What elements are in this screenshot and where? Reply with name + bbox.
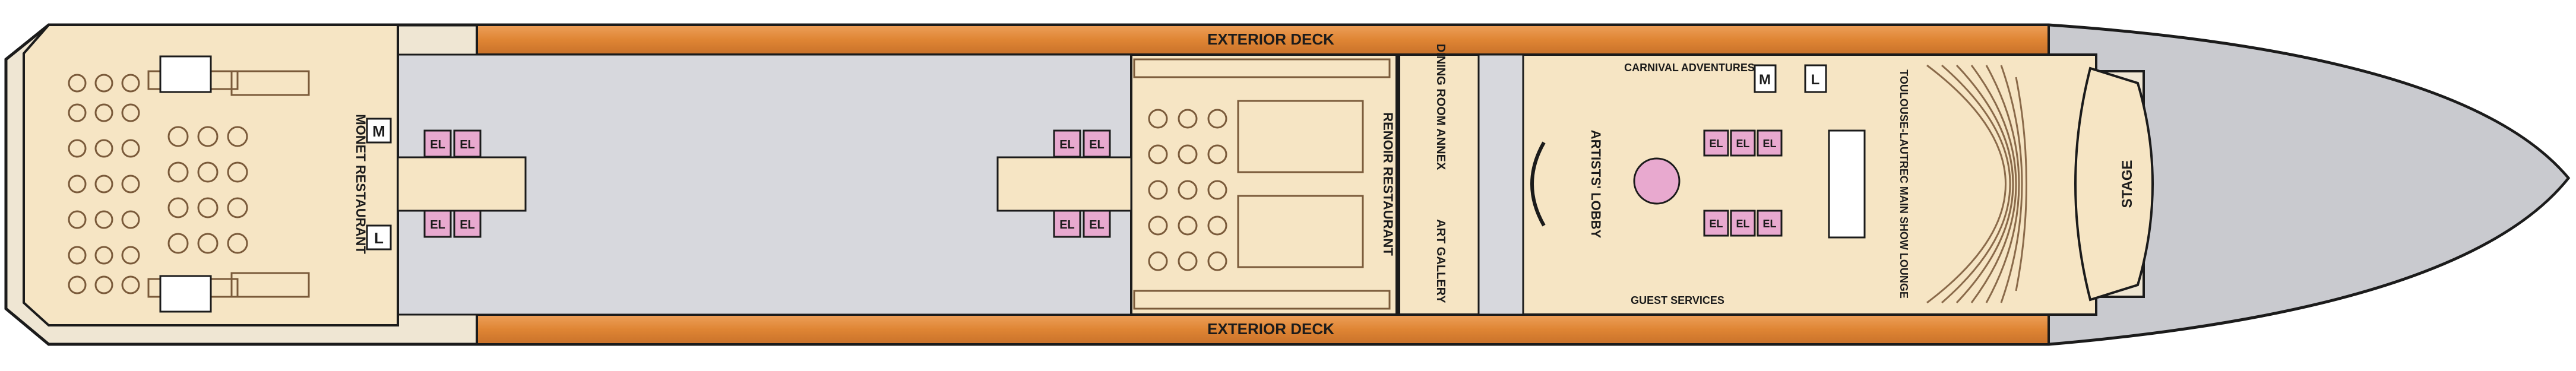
ladies-restroom-aft (366, 224, 392, 250)
exterior-deck-top-label: EXTERIOR DECK (1207, 30, 1334, 48)
elevator-label: EL (460, 218, 475, 232)
elevator-bank-aft-top: EL EL (423, 129, 482, 158)
renoir-restaurant-label: RENOIR RESTAURANT (1381, 112, 1395, 256)
mens-restroom-fwd-label: M (1759, 72, 1771, 88)
elevator-label: EL (430, 138, 445, 151)
elevator-label: EL (1736, 138, 1749, 150)
elevator-label: EL (1762, 138, 1776, 150)
elevator-label: EL (1709, 138, 1723, 150)
elevator-label: EL (460, 138, 475, 151)
exterior-deck-bottom-label: EXTERIOR DECK (1207, 320, 1334, 338)
artists-lobby-label: ARTISTS' LOBBY (1588, 130, 1603, 239)
elevator-label: EL (1089, 138, 1105, 151)
elevator-label: EL (1762, 218, 1776, 230)
forward-bridge (996, 156, 1132, 212)
art-gallery-label: ART GALLERY (1434, 219, 1447, 303)
ladies-restroom-aft-label: L (374, 229, 384, 247)
stage-label: STAGE (2119, 160, 2135, 208)
show-lounge-label: TOULOUSE-LAUTREC MAIN SHOW LOUNGE (1898, 69, 1910, 299)
renoir-tables (1133, 58, 1391, 310)
exterior-deck-top (476, 24, 2050, 56)
elevator-bank-mid-bottom: EL EL (1053, 210, 1111, 238)
guest-services-label: GUEST SERVICES (1631, 294, 1724, 306)
stage-platform (2074, 66, 2154, 302)
elevator-label: EL (1059, 138, 1075, 151)
elevator-label: EL (430, 218, 445, 232)
ladies-restroom-fwd (1804, 64, 1827, 93)
mens-restroom-fwd (1754, 64, 1777, 93)
dining-room-annex-label: DINING ROOM ANNEX (1434, 44, 1447, 170)
elevator-bank-aft-bottom: EL EL (423, 210, 482, 238)
lobby-feature (1530, 129, 1866, 239)
elevator-bank-fwd-bottom: EL EL EL (1703, 210, 1783, 237)
renoir-annex-wall (1395, 55, 1400, 315)
elevator-bank-fwd-top: EL EL EL (1703, 129, 1783, 157)
elevator-bank-mid-top: EL EL (1053, 129, 1111, 158)
bow-deck (2045, 23, 2570, 346)
mens-restroom-aft (366, 118, 392, 144)
aft-bridge (397, 156, 527, 212)
mens-restroom-aft-label: M (372, 122, 385, 140)
elevator-label: EL (1736, 218, 1749, 230)
forward-interior (1130, 53, 2097, 316)
elevator-label: EL (1089, 218, 1105, 232)
carnival-adventures-label: CARNIVAL ADVENTURES (1624, 62, 1755, 74)
show-lounge-seating (1926, 64, 2027, 304)
monet-tables (68, 70, 310, 298)
monet-area (23, 24, 399, 326)
service-corridor (1477, 53, 1524, 316)
monet-restaurant-label: MONET RESTAURANT (353, 114, 368, 254)
elevator-label: EL (1709, 218, 1723, 230)
elevator-label: EL (1059, 218, 1075, 232)
ladies-restroom-fwd-label: L (1811, 72, 1820, 88)
